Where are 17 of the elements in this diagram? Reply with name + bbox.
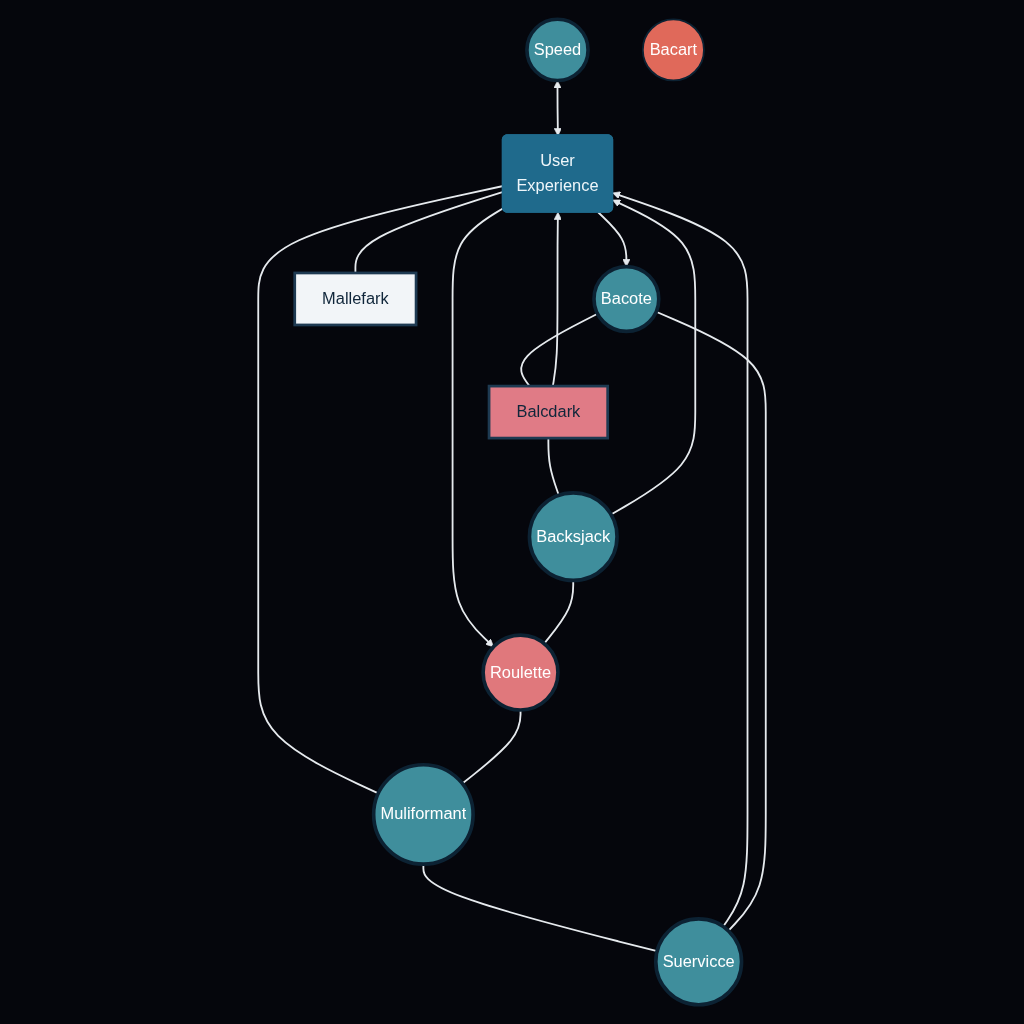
node-circle: Bacote bbox=[592, 264, 661, 334]
connector bbox=[461, 709, 522, 785]
arrow bbox=[553, 80, 562, 137]
node-box: Mallefark bbox=[293, 271, 418, 327]
connector bbox=[257, 185, 505, 795]
node-box: Balcdark bbox=[487, 384, 610, 440]
node-circle: Muliformant bbox=[371, 762, 475, 866]
arrow bbox=[451, 207, 505, 648]
arrow bbox=[612, 191, 749, 928]
node-circle: Roulette bbox=[481, 633, 560, 712]
node-circle: Suervicce bbox=[653, 917, 744, 1007]
arrow bbox=[597, 211, 631, 267]
arrow bbox=[551, 211, 562, 387]
arrow bbox=[610, 199, 697, 516]
node-circle: Speed bbox=[525, 17, 590, 83]
node-circle: Bacart bbox=[641, 18, 705, 82]
node-circle: Backsjack bbox=[527, 491, 619, 583]
